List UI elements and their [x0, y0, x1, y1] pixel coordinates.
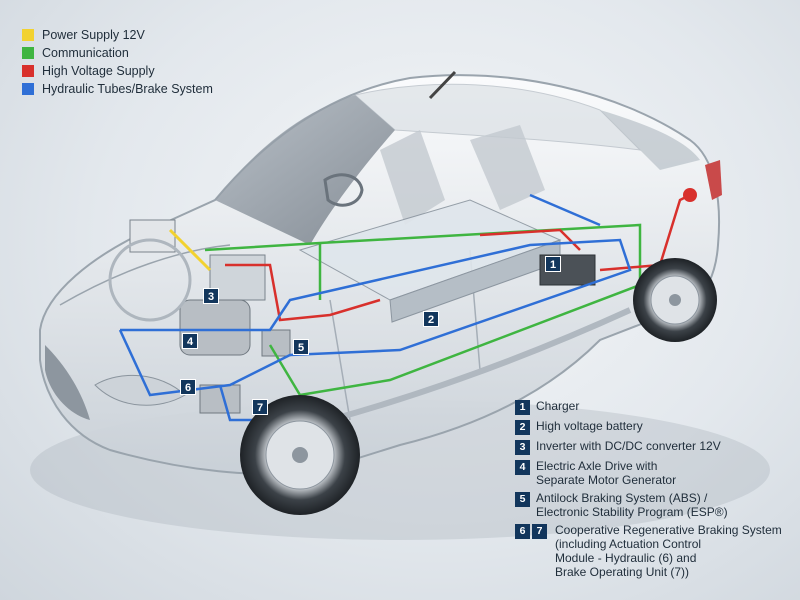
- key-line: Antilock Braking System (ABS) /: [536, 491, 728, 505]
- key-numbers: 6 7: [515, 523, 549, 539]
- badge-hv-battery: 2: [423, 311, 439, 327]
- legend-swatch: [22, 29, 34, 41]
- legend-label: Hydraulic Tubes/Brake System: [42, 82, 213, 96]
- key-number: 6: [515, 524, 530, 539]
- charge-port: [683, 188, 697, 202]
- legend-swatch: [22, 47, 34, 59]
- badge-inverter: 3: [203, 288, 219, 304]
- key-row-regenerative-braking: 6 7 Cooperative Regenerative Braking Sys…: [515, 523, 795, 579]
- key-line: Electric Axle Drive with: [536, 459, 676, 473]
- key-line: Brake Operating Unit (7)): [555, 565, 782, 579]
- legend-label: Power Supply 12V: [42, 28, 145, 42]
- key-text: Cooperative Regenerative Braking System …: [555, 523, 782, 579]
- key-row-axle-drive: 4 Electric Axle Drive with Separate Moto…: [515, 459, 795, 487]
- badge-brake-operating-unit: 7: [252, 399, 268, 415]
- badge-charger: 1: [545, 256, 561, 272]
- key-text: High voltage battery: [536, 419, 643, 433]
- legend: Power Supply 12V Communication High Volt…: [22, 26, 213, 98]
- abs-unit: [262, 330, 290, 356]
- legend-item-power-supply: Power Supply 12V: [22, 26, 213, 44]
- legend-item-communication: Communication: [22, 44, 213, 62]
- key-line: Inverter with DC/DC converter 12V: [536, 439, 721, 453]
- key-number: 2: [515, 420, 530, 435]
- legend-swatch: [22, 65, 34, 77]
- key-number: 5: [515, 492, 530, 507]
- key-line: (including Actuation Control: [555, 537, 782, 551]
- key-text: Antilock Braking System (ABS) / Electron…: [536, 491, 728, 519]
- badge-actuation-control: 6: [180, 379, 196, 395]
- key-text: Charger: [536, 399, 579, 413]
- key-number: 7: [532, 524, 547, 539]
- key-text: Inverter with DC/DC converter 12V: [536, 439, 721, 453]
- key-text: Electric Axle Drive with Separate Motor …: [536, 459, 676, 487]
- key-number: 4: [515, 460, 530, 475]
- key-row-hv-battery: 2 High voltage battery: [515, 419, 795, 435]
- legend-item-high-voltage: High Voltage Supply: [22, 62, 213, 80]
- key-line: Electronic Stability Program (ESP®): [536, 505, 728, 519]
- key-row-inverter: 3 Inverter with DC/DC converter 12V: [515, 439, 795, 455]
- badge-abs: 5: [293, 339, 309, 355]
- 12v-battery: [130, 220, 175, 252]
- key-line: High voltage battery: [536, 419, 643, 433]
- key-line: Separate Motor Generator: [536, 473, 676, 487]
- legend-label: Communication: [42, 46, 129, 60]
- component-key: 1 Charger 2 High voltage battery 3 Inver…: [515, 399, 795, 583]
- badge-axle-drive: 4: [182, 333, 198, 349]
- key-line: Charger: [536, 399, 579, 413]
- key-line: Module - Hydraulic (6) and: [555, 551, 782, 565]
- key-number: 1: [515, 400, 530, 415]
- key-row-abs-esp: 5 Antilock Braking System (ABS) / Electr…: [515, 491, 795, 519]
- legend-swatch: [22, 83, 34, 95]
- rear-wheel: [633, 258, 717, 342]
- legend-item-hydraulic: Hydraulic Tubes/Brake System: [22, 80, 213, 98]
- legend-label: High Voltage Supply: [42, 64, 155, 78]
- key-row-charger: 1 Charger: [515, 399, 795, 415]
- key-line: Cooperative Regenerative Braking System: [555, 523, 782, 537]
- key-number: 3: [515, 440, 530, 455]
